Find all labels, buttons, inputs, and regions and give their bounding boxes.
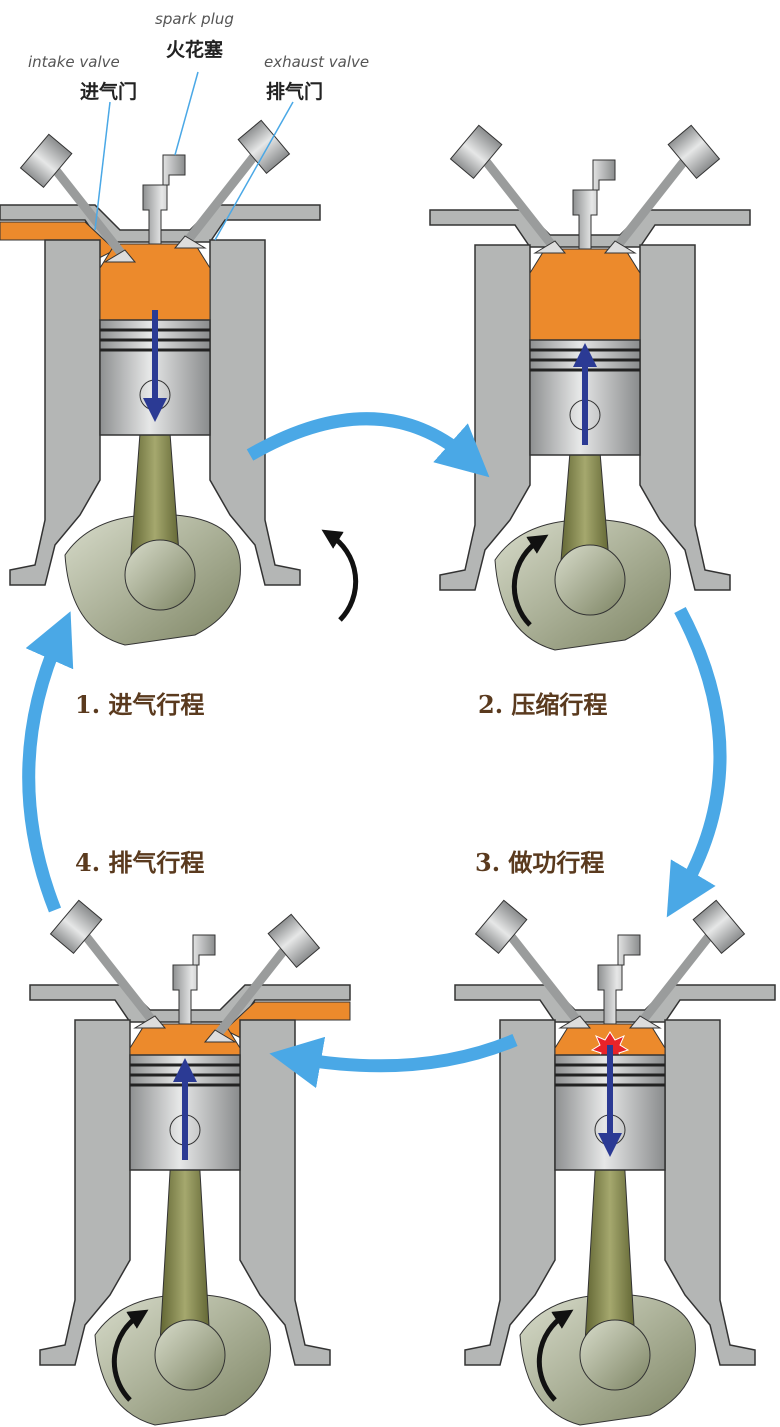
intake-valve-head (133, 1015, 167, 1029)
intake-valve-head (558, 1015, 592, 1029)
exhaust-valve-head (628, 1015, 662, 1029)
cylinder-head (29, 984, 351, 1023)
spark-plug-label-en: spark plug (155, 10, 234, 28)
exhaust-valve-spring (667, 124, 721, 179)
intake-valve-stem (81, 932, 159, 1027)
intake-valve-spring (449, 124, 503, 179)
spark-plug (172, 934, 216, 1025)
spark-plug (597, 934, 641, 1025)
exhaust-valve-label-en: exhaust valve (264, 53, 369, 71)
crank-rotation-arrow-icon (536, 1309, 574, 1402)
crank-rotation-arrow-icon (111, 1309, 149, 1402)
engine-power (454, 899, 776, 1426)
cylinder-wall-right (664, 1019, 756, 1366)
intake-valve-spring (49, 899, 103, 954)
crank-journal (554, 544, 626, 616)
crank-journal (124, 539, 196, 611)
crank-rotation-arrow-icon (511, 534, 549, 627)
intake-valve-stem (481, 157, 559, 252)
exhaust-valve-head (603, 240, 637, 254)
exhaust-valve-stem (211, 946, 289, 1041)
exhaust-valve-label-zh: 排气门 (266, 80, 323, 103)
spark-plug (142, 154, 186, 245)
cycle-arrow-3-to-4 (269, 1034, 518, 1089)
intake-valve-stem (506, 932, 584, 1027)
cylinder-head (454, 984, 776, 1023)
cylinder-wall-left (39, 1019, 131, 1366)
cylinder-wall-right (209, 239, 301, 586)
spark-plug (572, 159, 616, 250)
cylinder-head (429, 209, 751, 248)
stroke-title-compression: 2. 压缩行程 (478, 690, 607, 719)
exhaust-valve-spring (267, 913, 321, 968)
cycle-arrow-2-to-3 (666, 606, 727, 918)
intake-valve-label-zh: 进气门 (80, 80, 137, 103)
engine-intake (0, 119, 359, 646)
cycle-arrow-1-to-2 (246, 412, 490, 478)
spark-plug-leader (174, 71, 199, 156)
exhaust-valve-spring (237, 119, 291, 174)
exhaust-valve-stem (636, 932, 714, 1027)
combustion-chamber-gas (529, 248, 641, 341)
crank-journal (579, 1319, 651, 1391)
cycle-arrow-4-to-1 (22, 611, 74, 913)
intake-valve-head (103, 249, 137, 263)
exhaust-valve-leader (214, 101, 294, 241)
intake-valve-label-en: intake valve (28, 53, 120, 71)
cylinder-wall-left (9, 239, 101, 586)
intake-valve-spring (474, 899, 528, 954)
stroke-title-power: 3. 做功行程 (475, 848, 604, 877)
exhaust-valve-stem (181, 152, 259, 247)
engine-compression (429, 124, 751, 651)
exhaust-valve-head (173, 235, 207, 249)
intake-valve-head (533, 240, 567, 254)
crank-rotation-arrow-icon (321, 529, 359, 622)
stroke-title-intake: 1. 进气行程 (75, 690, 204, 719)
exhaust-valve-head (203, 1029, 237, 1043)
cylinder-wall-left (464, 1019, 556, 1366)
intake-valve-spring (19, 133, 73, 188)
crank-journal (154, 1319, 226, 1391)
cylinder-head (0, 204, 321, 243)
cylinder-wall-right (239, 1019, 331, 1366)
stroke-title-exhaust: 4. 排气行程 (75, 848, 204, 877)
spark-plug-label-zh: 火花塞 (166, 38, 224, 61)
intake-valve-leader (94, 101, 111, 231)
engine-exhaust (29, 899, 351, 1426)
intake-valve-stem (51, 166, 129, 261)
exhaust-valve-stem (611, 157, 689, 252)
